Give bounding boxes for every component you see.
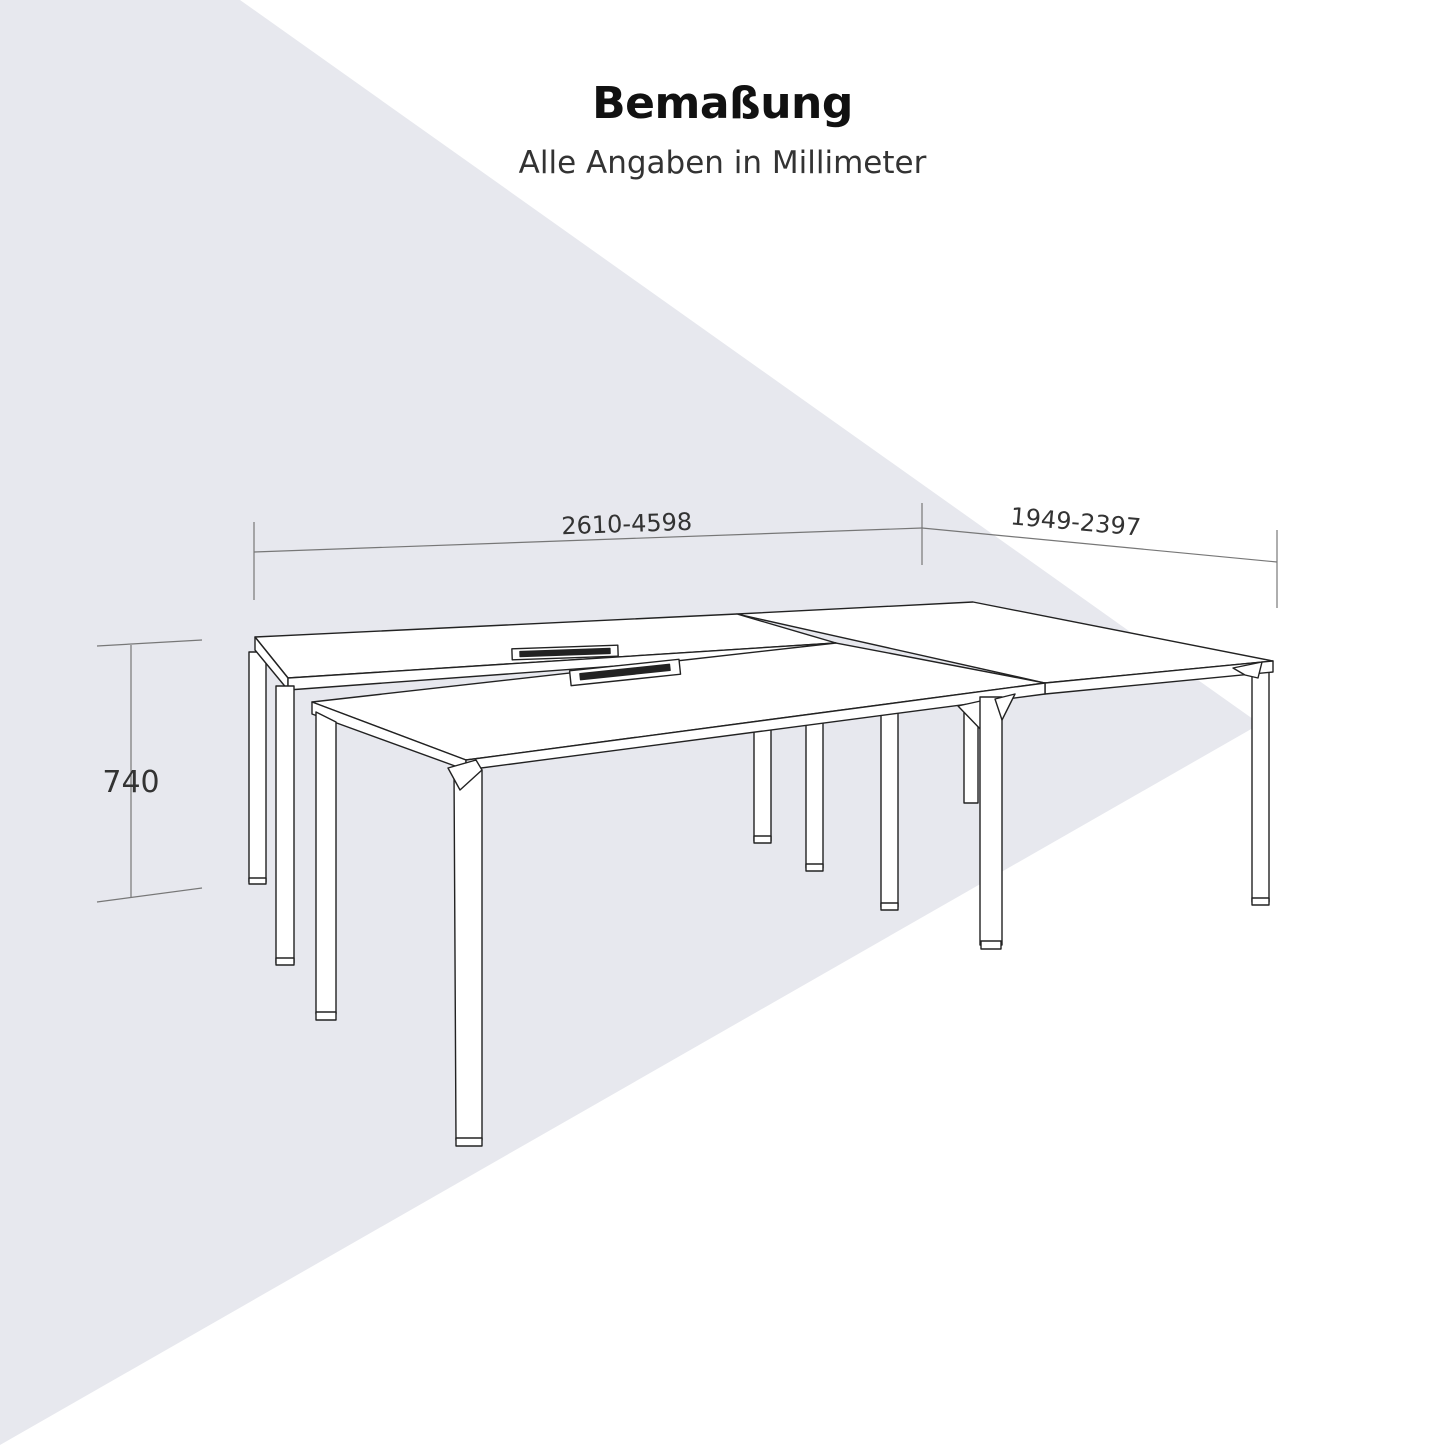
dimension-lines	[96, 503, 1278, 903]
table-assembly	[248, 601, 1274, 1147]
page-title: Bemaßung	[592, 78, 853, 129]
front-left-table-legs	[315, 693, 1016, 1147]
page-subtitle: Alle Angaben in Millimeter	[518, 145, 927, 181]
back-legs	[248, 651, 1270, 911]
length-dimension-label: 2610-4598	[561, 508, 693, 541]
back-left-table-legs	[275, 685, 295, 966]
height-dimension-label: 740	[102, 765, 159, 800]
right-table-top	[736, 601, 1274, 695]
back-left-table-top	[254, 613, 837, 691]
front-left-table-top	[311, 642, 1046, 771]
depth-dimension-label: 1949-2397	[1009, 502, 1142, 541]
